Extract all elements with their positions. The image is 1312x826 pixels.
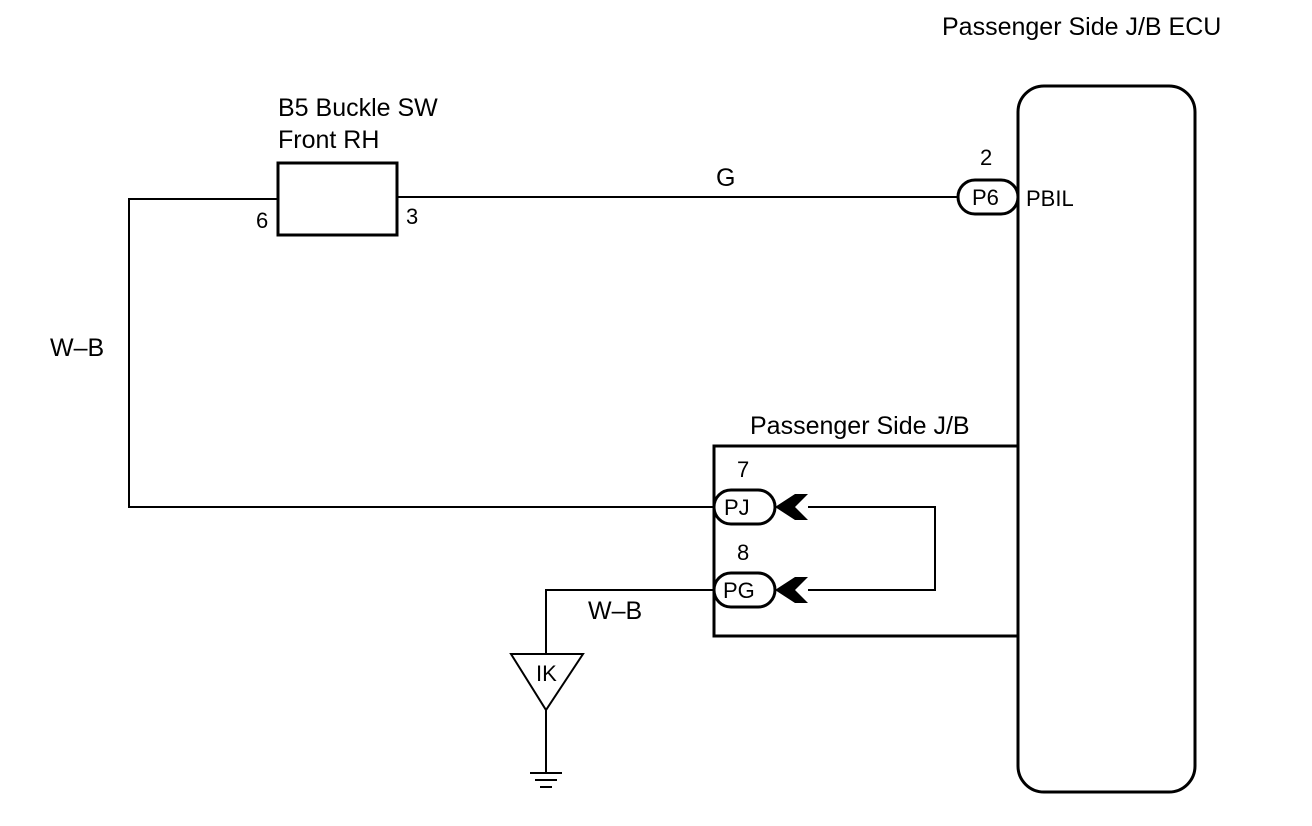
connector-pj-arrow <box>775 494 808 520</box>
ecu-box <box>1016 84 1197 794</box>
connector-pg-arrow <box>775 577 808 603</box>
ecu-pin-number: 2 <box>980 145 992 170</box>
ground-point-label: IK <box>536 661 557 686</box>
buckle-switch-box <box>276 161 399 237</box>
junction-block-box <box>712 444 1018 638</box>
ecu-title: Passenger Side J/B ECU <box>942 13 1221 41</box>
wire-w-b-left <box>128 198 714 508</box>
connector-pg-label: PG <box>723 578 755 603</box>
wire-g-label: G <box>716 164 735 192</box>
connector-p6 <box>956 178 1020 216</box>
buckle-switch-pin-left: 6 <box>256 208 268 233</box>
ecu-terminal-label: PBIL <box>1026 186 1074 211</box>
connector-pj-number: 7 <box>737 457 749 482</box>
buckle-switch-title-line2: Front RH <box>278 126 379 154</box>
internal-jumper <box>808 506 936 591</box>
connector-pj-label: PJ <box>724 495 750 520</box>
buckle-switch-title-line1: B5 Buckle SW <box>278 94 438 122</box>
connector-pg-number: 8 <box>737 540 749 565</box>
connector-p6-label: P6 <box>972 185 999 210</box>
wire-w-b-ground <box>545 589 714 654</box>
wire-w-b-left-label: W–B <box>50 334 104 362</box>
ground-icon <box>530 772 562 788</box>
junction-block-title: Passenger Side J/B <box>750 412 970 440</box>
wire-w-b-ground-label: W–B <box>588 597 642 625</box>
buckle-switch-pin-right: 3 <box>406 204 418 229</box>
ground-point-ik <box>509 653 585 712</box>
